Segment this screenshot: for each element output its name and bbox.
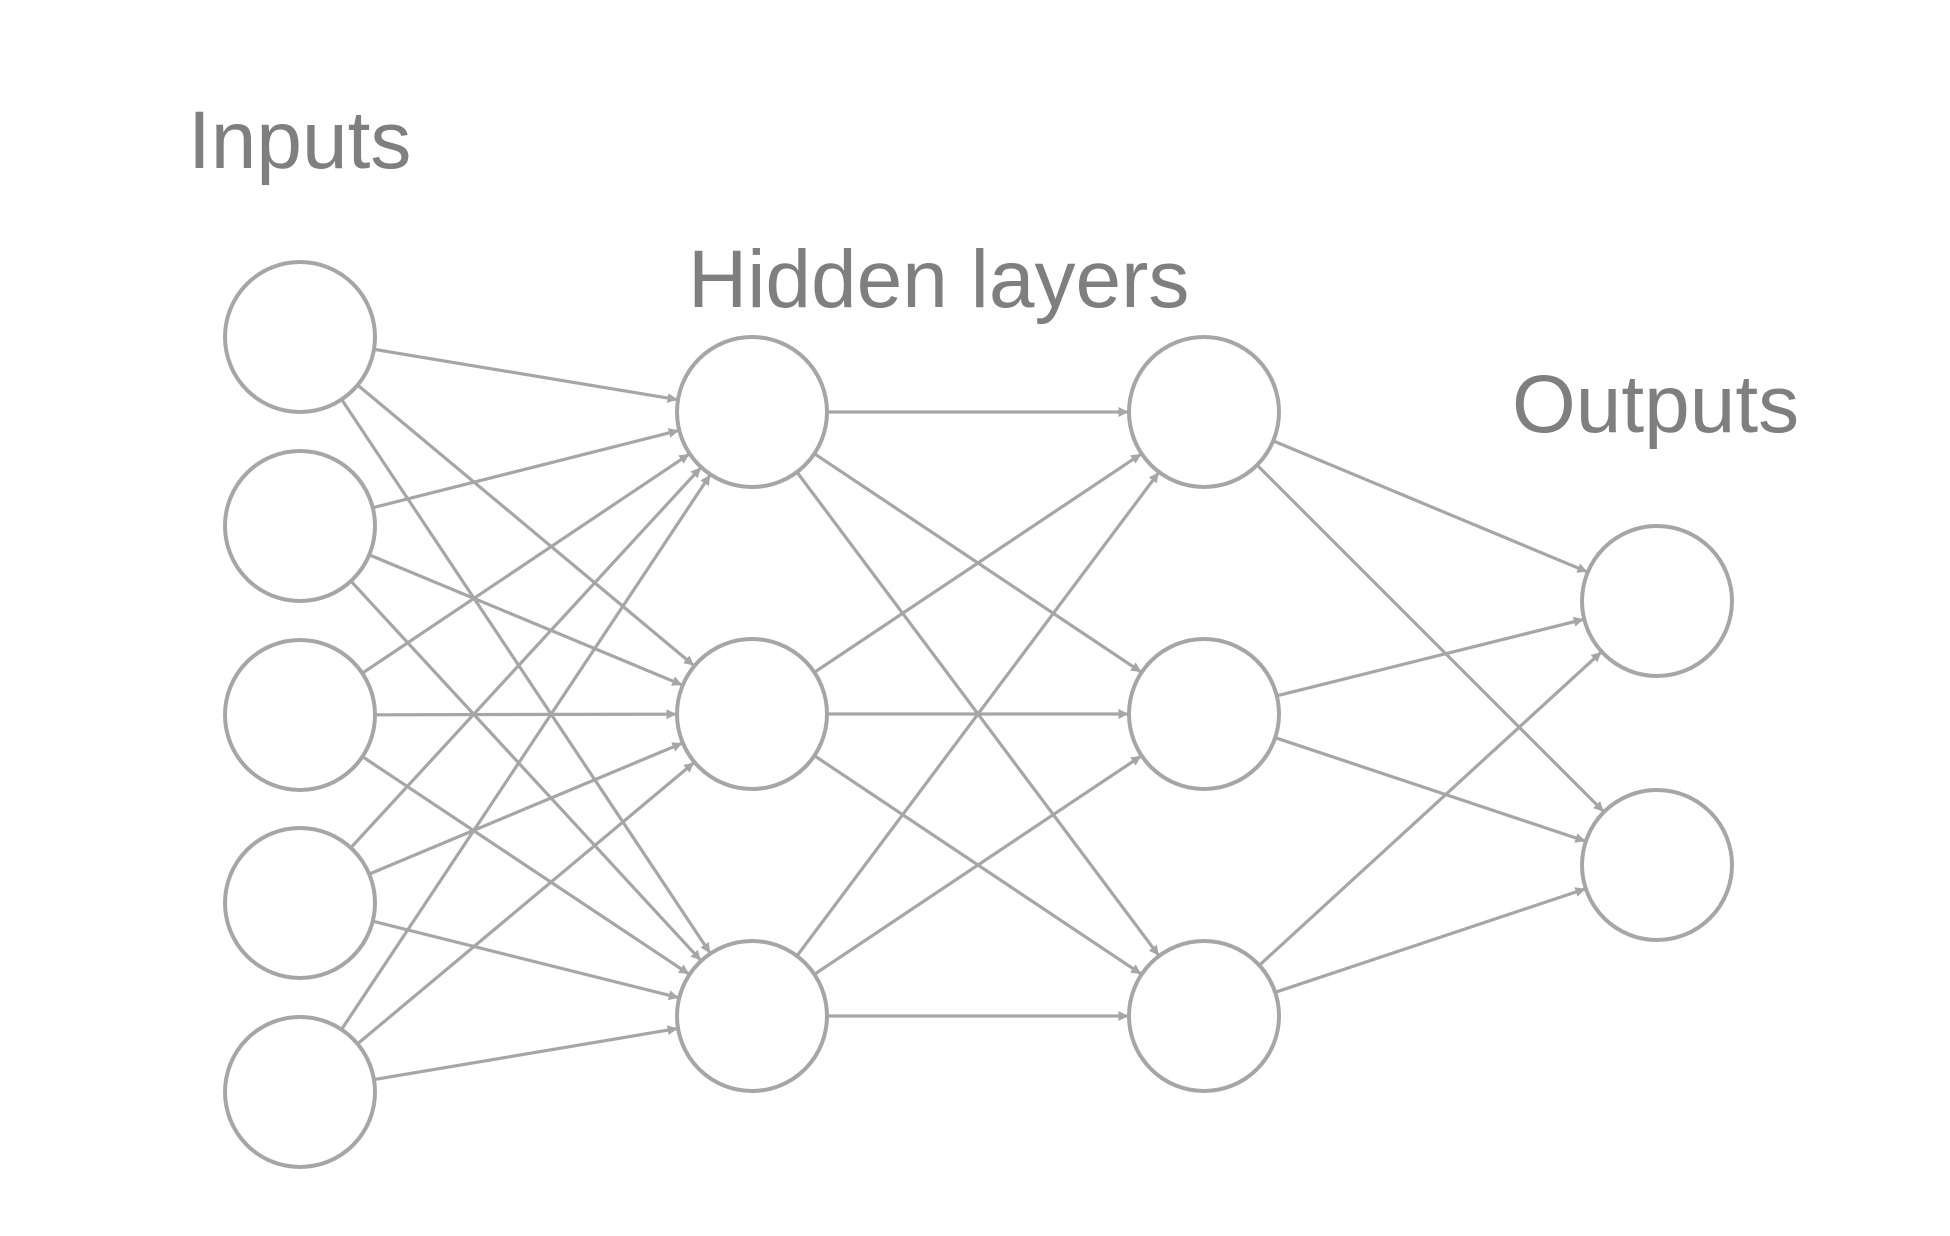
hidden-2-node-2 <box>1127 637 1281 791</box>
connection-hidden-1-3-to-hidden-2-1 <box>795 471 1160 957</box>
neurons <box>223 260 1734 1169</box>
connection-input-2-to-hidden-1-2 <box>368 553 683 687</box>
connection-input-1-to-hidden-1-1 <box>373 347 678 403</box>
connection-input-4-to-hidden-1-1 <box>349 466 702 849</box>
connection-input-2-to-hidden-1-1 <box>372 428 679 510</box>
inputs-label: Inputs <box>188 95 411 186</box>
connection-hidden-2-2-to-output-1 <box>1276 616 1584 698</box>
connection-hidden-1-3-to-hidden-2-2 <box>813 754 1142 976</box>
connection-hidden-2-3-to-output-2 <box>1274 887 1586 994</box>
connection-input-3-to-hidden-1-2 <box>374 709 677 720</box>
connections <box>340 347 1605 1082</box>
connection-hidden-2-1-to-output-1 <box>1272 439 1588 574</box>
connection-input-1-to-hidden-1-2 <box>356 383 695 667</box>
connection-hidden-2-2-to-output-2 <box>1274 736 1586 843</box>
connection-input-5-to-hidden-1-2 <box>356 761 695 1046</box>
connection-input-3-to-hidden-1-1 <box>361 452 690 675</box>
hidden-1-node-2 <box>675 637 829 791</box>
hidden-1-node-3 <box>675 939 829 1093</box>
connection-hidden-2-1-to-output-2 <box>1255 463 1605 813</box>
input-node-1 <box>223 260 377 414</box>
hidden-2-node-3 <box>1127 939 1281 1093</box>
connection-input-3-to-hidden-1-3 <box>361 755 690 976</box>
connection-input-5-to-hidden-1-3 <box>373 1025 678 1082</box>
input-node-4 <box>223 826 377 980</box>
output-node-1 <box>1580 524 1734 678</box>
hidden-2-node-1 <box>1127 335 1281 489</box>
connection-input-4-to-hidden-1-3 <box>372 919 679 1001</box>
connection-input-2-to-hidden-1-3 <box>349 580 702 962</box>
connection-hidden-2-3-to-output-1 <box>1258 651 1603 967</box>
input-node-5 <box>223 1015 377 1169</box>
connection-input-1-to-hidden-1-3 <box>340 398 712 954</box>
hidden-1-node-1 <box>675 335 829 489</box>
input-node-2 <box>223 449 377 603</box>
input-node-3 <box>223 638 377 792</box>
outputs-label: Outputs <box>1512 359 1799 450</box>
output-node-2 <box>1580 788 1734 942</box>
connection-hidden-1-2-to-hidden-2-1 <box>813 452 1142 674</box>
connection-input-4-to-hidden-1-2 <box>368 741 683 876</box>
hidden-layers-label: Hidden layers <box>688 234 1189 325</box>
connection-input-5-to-hidden-1-1 <box>340 474 712 1031</box>
